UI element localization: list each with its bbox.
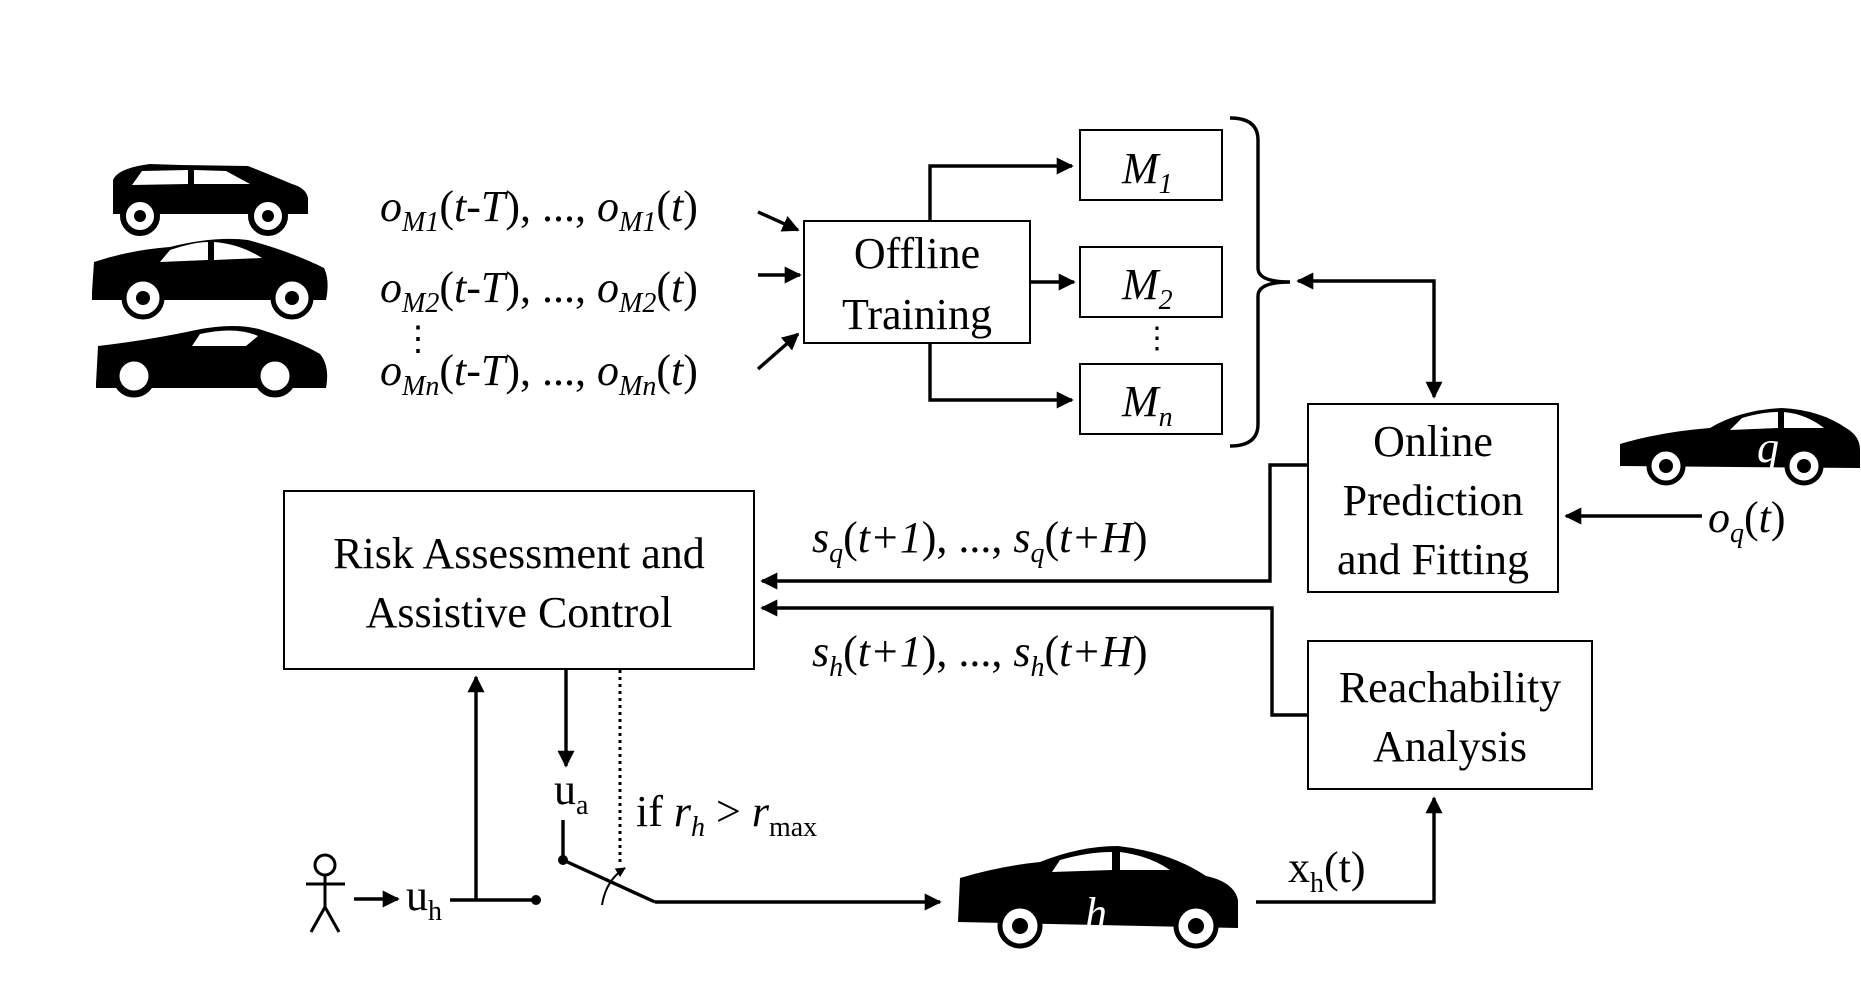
online-prediction-box — [1307, 403, 1559, 593]
risk-assessment-box — [283, 490, 755, 670]
arrow-mn-to-training — [756, 332, 800, 371]
car-q-label: q — [1757, 423, 1779, 472]
online-prediction-line2: Prediction — [1343, 476, 1524, 525]
observation-m1-label: oM1(t-T), ..., oM1(t) — [380, 182, 698, 238]
model-group-brace — [1229, 116, 1291, 448]
offline-training-line2: Training — [842, 290, 992, 339]
vertical-dots-left: ⋮ — [401, 321, 435, 358]
car-q-icon — [1620, 408, 1860, 486]
switch-condition-label: if rh > rmax — [636, 787, 817, 843]
assistive-input-ua-label: ua — [554, 765, 589, 821]
reachable-sh-label: sh(t+1), ..., sh(t+H) — [812, 627, 1148, 683]
model-m2-label: M2 — [1121, 260, 1173, 316]
model-m1-label: M1 — [1121, 144, 1173, 200]
car-mn-icon — [96, 326, 328, 398]
observation-q-label: oq(t) — [1708, 493, 1786, 549]
prediction-sq-label: sq(t+1), ..., sq(t+H) — [812, 513, 1148, 569]
arrow-online-to-risk — [760, 463, 1308, 590]
vertical-dots-models: ⋮ — [1142, 322, 1172, 355]
car-ego-icon — [958, 846, 1238, 949]
arrow-ego-state-to-reachability — [1256, 796, 1443, 904]
car-m1-icon — [113, 164, 308, 236]
risk-assessment-line2: Assistive Control — [366, 588, 673, 637]
model-mn-label: Mn — [1121, 377, 1173, 433]
ego-state-xh-label: xh(t) — [1288, 843, 1366, 899]
switch-contact-uh — [531, 895, 541, 905]
offline-training-line1: Offline — [854, 229, 980, 278]
arrow-m1-to-training — [757, 210, 800, 232]
human-driver-icon — [306, 853, 345, 933]
switch-blade — [562, 858, 656, 904]
model-m1-box — [1079, 129, 1223, 201]
car-m2-icon — [92, 238, 328, 320]
observation-mn-label: oMn(t-T), ..., oMn(t) — [380, 346, 698, 402]
arrow-reachability-to-risk — [760, 599, 1308, 717]
arrow-training-to-mn — [928, 343, 1074, 409]
switch-actuation-arrow — [601, 867, 626, 906]
model-m2-box — [1079, 246, 1223, 318]
arrow-training-to-m1 — [928, 157, 1074, 221]
reachability-line2: Analysis — [1373, 722, 1527, 771]
reachability-analysis-box — [1307, 640, 1593, 790]
online-prediction-line1: Online — [1373, 417, 1493, 466]
observation-m2-label: oM2(t-T), ..., oM2(t) — [380, 263, 698, 319]
human-input-uh-label: uh — [406, 871, 442, 927]
reachability-line1: Reachability — [1339, 663, 1561, 712]
model-mn-box — [1079, 363, 1223, 435]
risk-assessment-line1: Risk Assessment and — [333, 529, 705, 578]
offline-training-box — [803, 220, 1031, 344]
car-ego-label: h — [1085, 889, 1107, 938]
arrow-models-online-bidirectional — [1296, 272, 1443, 399]
online-prediction-line3: and Fitting — [1337, 535, 1529, 584]
